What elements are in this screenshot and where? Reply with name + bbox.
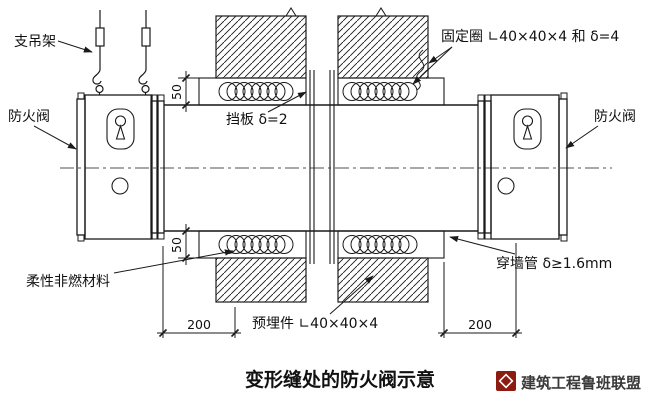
turnbuckle-right [141,27,151,47]
dimension-200-right [438,243,522,338]
label-fixing-ring: 固定圈 ∟40×40×4 和 δ=4 [441,29,619,45]
deformation-joint-baffles [309,70,335,264]
leader-baffle [267,91,307,113]
dim-200-right-text: 200 [468,317,492,332]
duct [164,104,478,232]
fire-damper-right [477,92,568,242]
hook-left [92,69,102,85]
label-damper-left: 防火阀 [8,109,50,125]
leader-fixing-ring-2 [412,46,453,85]
damper-left-bolts [77,92,165,242]
wall-slab-bottom-left [215,257,307,303]
leader-damper-right [565,125,599,149]
watermark: 建筑工程鲁班联盟 [496,371,641,392]
drawing-title: 变形缝处的防火阀示意 [245,368,435,391]
leader-hanger [57,40,93,53]
dimension-200-left [157,246,241,338]
wall-slab-top-left [215,15,307,79]
damper-left-handle-icon [111,177,129,195]
damper-left-outer-flange [76,98,86,236]
wall-slab-top-right [337,15,429,79]
leader-fixing-ring-1 [428,46,453,64]
dimension-50-top [178,71,201,112]
dim-200-left-text: 200 [187,317,211,332]
label-embedded: 预埋件 ∟40×40×4 [252,316,378,332]
label-baffle: 挡板 δ=2 [226,112,288,128]
label-hanger: 支吊架 [14,34,56,50]
leader-damper-left [33,125,77,150]
damper-right-actuator-icon [513,108,542,150]
hanger-rods [92,10,151,95]
label-damper-right: 防火阀 [594,109,636,125]
damper-left-body [84,94,153,240]
turnbuckle-left [95,27,105,47]
dim-50-bottom-text: 50 [169,237,184,253]
damper-right-handle-icon [497,177,515,195]
leader-flexible [113,249,234,274]
wall-slabs [215,15,429,303]
watermark-text: 建筑工程鲁班联盟 [521,374,641,392]
damper-left-actuator-icon [106,108,135,150]
leader-sleeve [449,236,516,255]
label-flexible: 柔性非燃材料 [26,273,110,290]
luban-logo [496,371,516,391]
break-marks [285,7,425,91]
leader-embedded [329,275,374,315]
label-sleeve: 穿墙管 δ≥1.6mm [496,256,612,272]
damper-right-bolts [477,92,568,242]
fixing-ring-squiggle [416,49,425,91]
fire-damper-left [76,92,165,242]
dim-50-top-text: 50 [169,84,184,100]
leader-lines [33,40,599,315]
damper-right-outer-flange [558,98,568,236]
hook-right [138,69,148,85]
